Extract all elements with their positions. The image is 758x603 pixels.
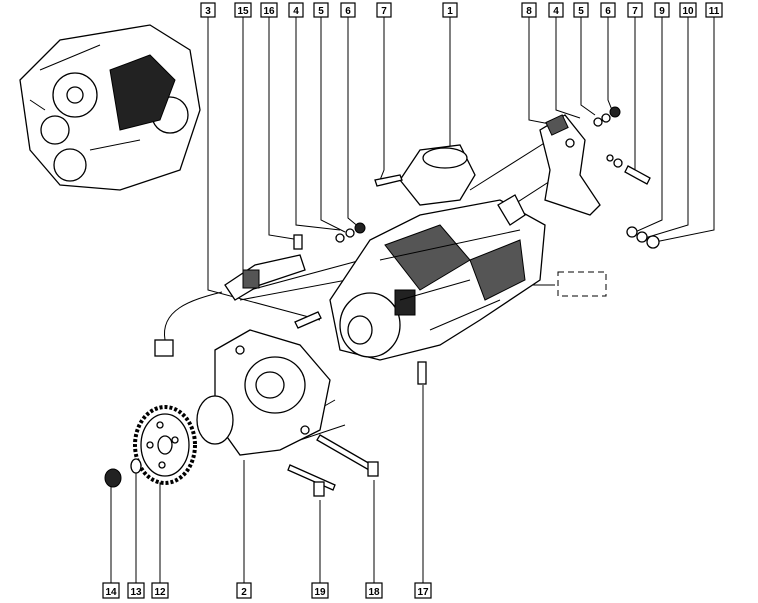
callout-label: 7 [632,6,638,17]
callout-6b: 6 [600,2,616,18]
sensor-part [154,234,322,357]
callout-label: 16 [263,6,275,17]
bolts [287,361,427,497]
callout-label: 15 [237,6,249,17]
callout-label: 2 [241,587,247,598]
callout-19: 19 [311,582,329,599]
callout-label: 1 [447,6,453,17]
dashed-reference-box [557,271,607,297]
callout-4b: 4 [548,2,564,18]
callout-label: 12 [154,587,166,598]
callout-label: 4 [553,6,559,17]
callout-label: 3 [205,6,211,17]
callout-label: 4 [293,6,299,17]
callout-16: 16 [260,2,278,18]
callout-4: 4 [288,2,304,18]
mounting-flange [196,329,331,456]
drive-gear [104,405,197,488]
callout-6: 6 [340,2,356,18]
callout-label: 10 [682,6,694,17]
callout-2: 2 [236,582,252,599]
callout-label: 14 [105,587,117,598]
bracket-part [539,114,601,216]
callout-label: 5 [578,6,584,17]
callout-label: 6 [345,6,351,17]
callout-label: 9 [659,6,665,17]
bottom-callouts: 14 13 12 2 19 18 17 [102,582,432,599]
callout-5b: 5 [573,2,589,18]
callout-18: 18 [365,582,383,599]
callout-1: 1 [442,2,458,18]
injection-pump [329,144,546,361]
callout-label: 13 [130,587,142,598]
callout-7: 7 [376,2,392,18]
callout-11: 11 [705,2,723,18]
callout-label: 18 [368,587,380,598]
callout-14: 14 [102,582,120,599]
callout-label: 8 [526,6,532,17]
callout-10: 10 [679,2,697,18]
callout-15: 15 [234,2,252,18]
callout-label: 7 [381,6,387,17]
callout-label: 19 [314,587,326,598]
callout-9: 9 [654,2,670,18]
washers-nuts [335,106,660,249]
callout-label: 17 [417,587,429,598]
callout-8: 8 [521,2,537,18]
callout-label: 11 [709,6,720,17]
callout-17: 17 [414,582,432,599]
callout-3: 3 [200,2,216,18]
callout-12: 12 [151,582,169,599]
top-callouts: 3 15 16 4 5 6 7 1 8 4 5 6 7 9 10 11 [200,2,723,18]
engine-thumbnail [19,24,201,191]
callout-label: 5 [318,6,324,17]
callout-7b: 7 [627,2,643,18]
callout-13: 13 [127,582,145,599]
callout-label: 6 [605,6,611,17]
callout-5: 5 [313,2,329,18]
